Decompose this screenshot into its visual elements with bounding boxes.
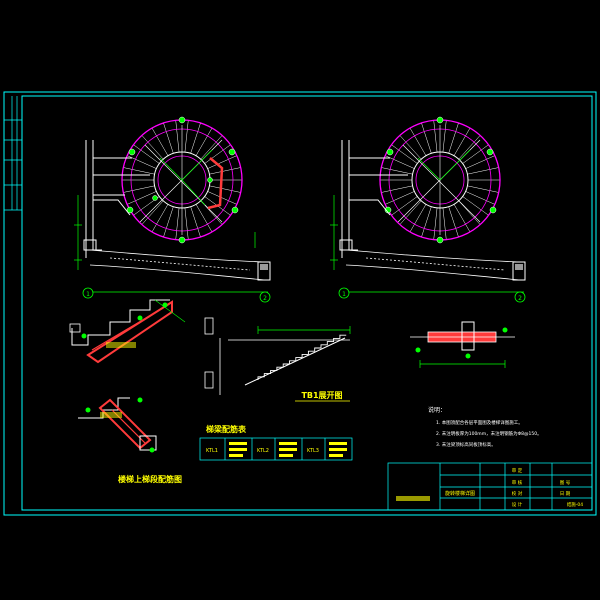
stair-tread-line: [381, 185, 413, 193]
stair-tread-line: [163, 206, 174, 238]
title-label-2: 审 核: [512, 479, 523, 486]
title-label-1: 审 定: [512, 467, 523, 474]
stair-tread-line: [151, 127, 169, 156]
stair-tread-line: [163, 122, 174, 154]
stair-tread-line: [442, 207, 447, 240]
stair-tread-line: [204, 144, 231, 164]
beam-label-3: KTL3: [307, 448, 319, 454]
tb1-stair-steps: [257, 334, 347, 380]
plan-left-beam-red: [207, 157, 224, 210]
title-block: [387, 462, 593, 511]
stair-tread-line: [127, 155, 157, 169]
stair-tread-line: [195, 204, 213, 233]
axis-marker-left-2: [259, 291, 271, 303]
stair-tread-line: [399, 135, 422, 160]
notes-heading: 说明：: [428, 406, 446, 414]
stair-tread-line: [200, 200, 223, 225]
stair-tread-line: [209, 185, 241, 193]
axis-marker-left-1: [82, 287, 94, 299]
stair-tread-line: [462, 144, 489, 164]
title-label-5: 图 号: [560, 480, 571, 486]
title-company-stamp: [396, 496, 430, 501]
axis-label-right-2: 2: [518, 295, 522, 302]
stair-tread-line: [184, 120, 189, 153]
stair-tread-line: [123, 185, 155, 193]
stair-tread-line: [409, 127, 427, 156]
stair-tread-line: [448, 206, 459, 238]
stair-tread-line: [385, 191, 415, 205]
title-sheet-no: 结施-04: [567, 501, 583, 508]
beam-table-rebar-notes: [229, 442, 347, 457]
stair-tread-line: [151, 204, 169, 233]
stair-tread-line: [453, 204, 471, 233]
upper-flight-section: [78, 397, 157, 453]
stair-tread-line: [421, 122, 432, 154]
stair-tread-line: [467, 185, 499, 193]
stair-tread-line: [127, 191, 157, 205]
stair-tread-line: [175, 207, 180, 240]
notes-line-1: 1. 本图须配合各层平面图及楼梯详图施工。: [436, 419, 523, 426]
stair-tread-line: [133, 144, 160, 164]
tb1-step-profile: [257, 334, 347, 380]
stair-tread-line: [391, 144, 418, 164]
stair-tread-line: [385, 155, 415, 169]
stair-tread-line: [209, 167, 241, 175]
beam-section: [410, 321, 515, 368]
stair-tread-line: [458, 135, 481, 160]
lower-flight-section: [69, 299, 186, 364]
stair-tread-line: [467, 167, 499, 175]
beam-table-title: 梯梁配筋表: [206, 424, 247, 434]
stair-tread-line: [409, 204, 427, 233]
sheet-caption: 楼梯上梯段配筋图: [118, 474, 182, 484]
stair-tread-line: [207, 155, 237, 169]
stair-tread-line: [141, 135, 164, 160]
stair-tread-line: [399, 200, 422, 225]
beam-label-2: KTL2: [257, 448, 269, 454]
stair-tread-line: [433, 207, 438, 240]
stair-plan-right: 1 2: [330, 116, 526, 303]
notes-line-2: 2. 未注明板厚为100mm，未注明钢筋为Φ8@150。: [436, 430, 542, 437]
stair-tread-line: [381, 167, 413, 175]
beam-table: [199, 437, 353, 461]
stair-tread-line: [123, 167, 155, 175]
stair-tread-line: [195, 127, 213, 156]
beam-label-1: KTL1: [206, 448, 218, 454]
tb1-developed-view: [204, 317, 351, 395]
binding-strip: [4, 96, 22, 211]
stair-tread-line: [190, 206, 201, 238]
stair-tread-line: [421, 206, 432, 238]
stair-tread-line: [448, 122, 459, 154]
title-label-4: 设 计: [512, 501, 523, 508]
stair-tread-line: [453, 127, 471, 156]
plan-left-treads: [122, 120, 242, 240]
title-label-3: 校 对: [512, 490, 523, 497]
tb1-title: TB1展开图: [301, 391, 342, 400]
axis-label-right-1: 1: [342, 291, 346, 298]
outer-frame: [3, 91, 597, 516]
inner-frame: [21, 95, 593, 511]
stair-tread-line: [462, 196, 489, 216]
plan-right-treads: [380, 120, 500, 240]
axis-label-left-2: 2: [263, 295, 267, 302]
axis-marker-right-2: [514, 291, 526, 303]
stair-tread-line: [465, 191, 495, 205]
title-label-6: 日 期: [560, 491, 571, 497]
stair-tread-line: [433, 120, 438, 153]
stair-tread-line: [458, 200, 481, 225]
stair-tread-line: [465, 155, 495, 169]
stair-tread-line: [391, 196, 418, 216]
notes-line-3: 3. 未注梁顶标高同板顶标高。: [436, 441, 496, 448]
stair-tread-line: [184, 207, 189, 240]
stair-tread-line: [207, 191, 237, 205]
stair-tread-line: [175, 120, 180, 153]
stair-tread-line: [141, 200, 164, 225]
axis-label-left-1: 1: [86, 291, 90, 298]
stair-plan-left: 1 2: [74, 116, 271, 303]
stair-tread-line: [442, 120, 447, 153]
axis-marker-right-1: [338, 287, 350, 299]
stair-tread-line: [190, 122, 201, 154]
title-drawing-name: 旋转楼梯详图: [445, 490, 475, 497]
stair-tread-line: [200, 135, 223, 160]
